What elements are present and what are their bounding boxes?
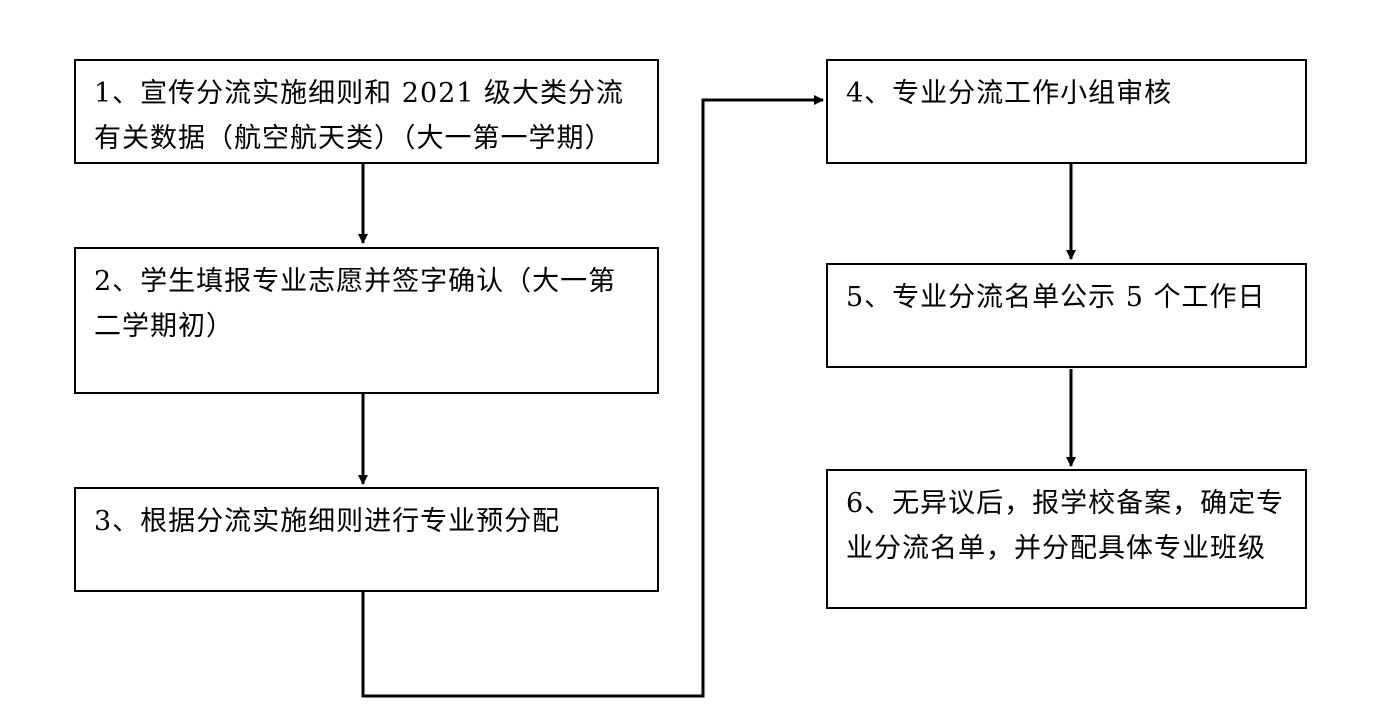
step-5-text: 5、专业分流名单公示 5 个工作日 [846,282,1266,313]
step-4-text: 4、专业分流工作小组审核 [846,78,1173,109]
step-6-box: 6、无异议后，报学校备案，确定专业分流名单，并分配具体专业班级 [826,469,1307,609]
step-5-box: 5、专业分流名单公示 5 个工作日 [826,263,1307,368]
connector-step3-to-step4 [361,95,824,698]
step-2-box: 2、学生填报专业志愿并签字确认（大一第二学期初） [74,247,659,394]
step-4-box: 4、专业分流工作小组审核 [826,59,1307,164]
step-6-text: 6、无异议后，报学校备案，确定专业分流名单，并分配具体专业班级 [846,488,1285,564]
step-3-box: 3、根据分流实施细则进行专业预分配 [74,487,659,592]
step-3-text: 3、根据分流实施细则进行专业预分配 [94,506,561,537]
step-1-box: 1、宣传分流实施细则和 2021 级大类分流有关数据（航空航天类）（大一第一学期… [74,59,659,164]
step-2-text: 2、学生填报专业志愿并签字确认（大一第二学期初） [94,266,617,342]
step-1-text: 1、宣传分流实施细则和 2021 级大类分流有关数据（航空航天类）（大一第一学期… [94,78,625,154]
